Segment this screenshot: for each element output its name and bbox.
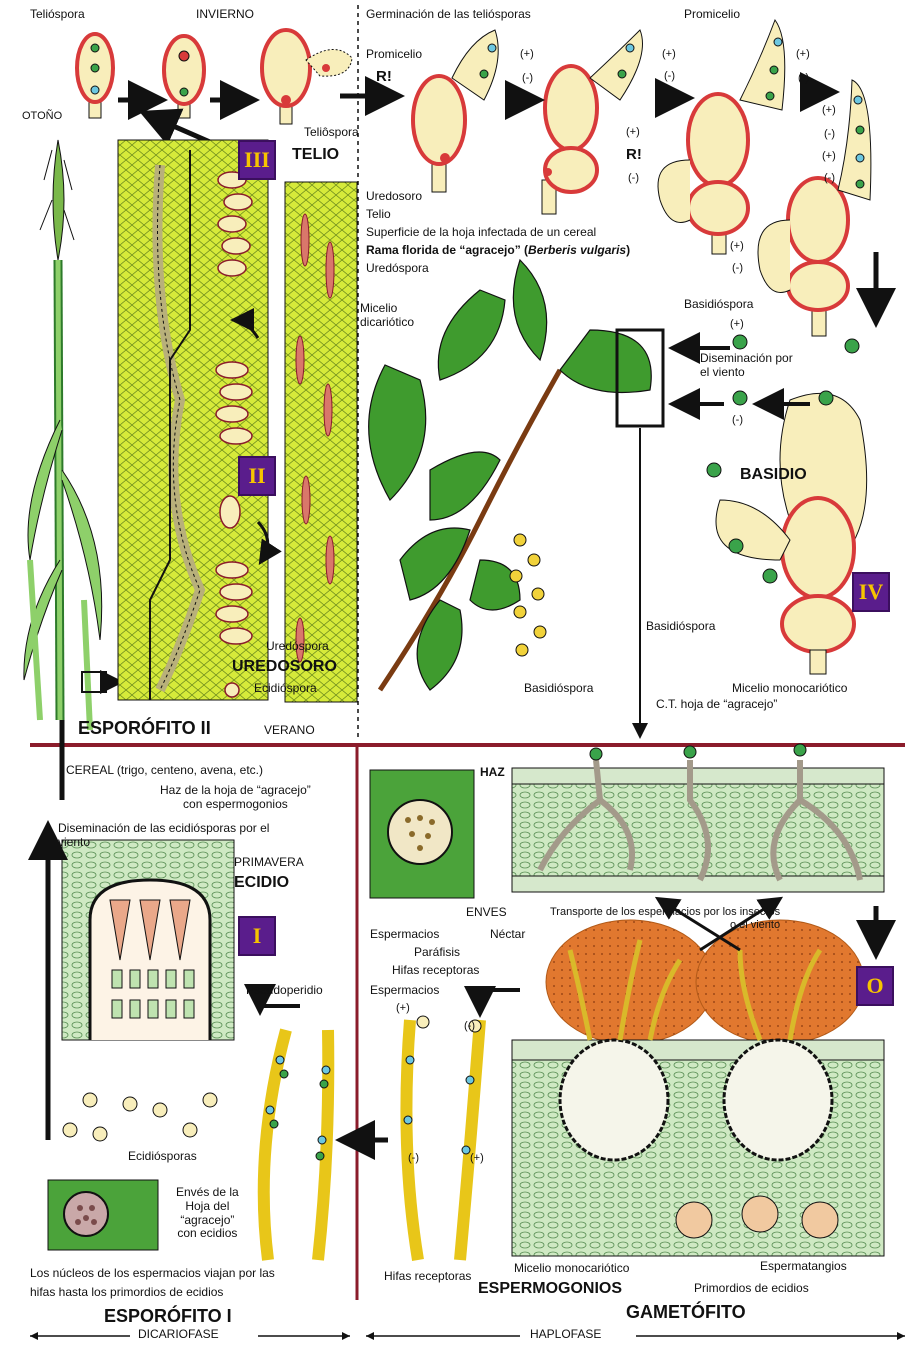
label-diseminacion-viento: Diseminación por el viento <box>700 352 793 380</box>
label-uredospora-2: Uredóspora <box>266 640 329 654</box>
sign-minus-6: (-) <box>824 172 835 185</box>
label-rama-florida: Rama florida de “agracejo” (Berberis vul… <box>366 244 630 258</box>
barberry-leaf-underside <box>48 1180 158 1250</box>
ecidium-section <box>62 840 234 1141</box>
label-ct-hoja: C.T. hoja de “agracejo” <box>656 698 777 712</box>
label-espermacios-2: Espermacios <box>370 984 439 998</box>
sign-plus-6: (+) <box>822 150 836 163</box>
label-hifas-receptoras-2: Hifas receptoras <box>384 1270 471 1284</box>
label-verano: VERANO <box>264 724 315 738</box>
sign-plus-10: (+) <box>470 1152 484 1165</box>
dikaryotic-hyphae <box>264 1030 330 1260</box>
germination-2 <box>542 30 643 214</box>
stage-o-badge: O <box>856 966 894 1006</box>
teliospore-otono <box>77 34 113 118</box>
label-primordios: Primordios de ecidios <box>694 1282 809 1296</box>
label-basidiospora-3: Basidióspora <box>524 682 593 696</box>
label-ecidiosporas: Ecidiósporas <box>128 1150 197 1164</box>
label-micelio-mono-2: Micelio monocariótico <box>514 1262 629 1276</box>
label-haplofase: HAPLOFASE <box>530 1328 601 1342</box>
sign-minus-10: (-) <box>408 1152 419 1165</box>
label-pseudoperidio: Pseudoperidio <box>246 984 323 998</box>
label-cereal: CEREAL (trigo, centeno, avena, etc.) <box>66 764 263 778</box>
sign-minus-8: (-) <box>732 414 743 427</box>
teliospore-germinating <box>262 30 352 124</box>
label-esporofito-ii: ESPORÓFITO II <box>78 718 211 739</box>
label-promicelio-2: Promicelio <box>684 8 740 22</box>
sign-minus-7: (-) <box>732 262 743 275</box>
label-hifas-receptoras-1: Hifas receptoras <box>392 964 479 978</box>
sign-plus-5: (+) <box>822 104 836 117</box>
label-esporofito-i: ESPORÓFITO I <box>104 1306 232 1327</box>
label-teliospora: Telióspora <box>30 8 85 22</box>
monokaryotic-leaf-section <box>512 744 884 892</box>
label-haz: HAZ <box>480 766 505 780</box>
label-germinacion: Germinación de las teliósporas <box>366 8 531 22</box>
germination-4 <box>758 80 871 336</box>
stage-iv-badge: IV <box>852 572 890 612</box>
label-primavera: PRIMAVERA <box>234 856 304 870</box>
label-nectar: Néctar <box>490 928 525 942</box>
wheat-plant <box>24 140 118 730</box>
label-uredosoro-small: Uredosoro <box>366 190 422 204</box>
label-transporte: Transporte de los espermacios por los in… <box>550 906 780 931</box>
label-enves-hoja: Envés de la Hoja del “agracejo” con ecid… <box>176 1186 239 1241</box>
label-parafisis: Paráfisis <box>414 946 460 960</box>
label-micelio-mono-1: Micelio monocariótico <box>732 682 847 696</box>
stage-ii-badge: II <box>238 456 276 496</box>
label-r-2: R! <box>626 146 642 163</box>
label-superficie: Superficie de la hoja infectada de un ce… <box>366 226 596 240</box>
sign-minus-4: (-) <box>798 72 809 85</box>
label-micelio-dicariotico: Micelio dicariótico <box>360 302 414 330</box>
label-teliospora-2: Teliôspora <box>304 126 359 140</box>
sign-plus-9: (+) <box>396 1002 410 1015</box>
label-basidiospora-2: Basidióspora <box>646 620 715 634</box>
label-ecidiospora: Ecidióspora <box>254 682 317 696</box>
sign-plus-1: (+) <box>520 48 534 61</box>
sign-minus-1: (-) <box>522 72 533 85</box>
sign-plus-8: (+) <box>730 318 744 331</box>
label-telio: TELIO <box>292 146 339 164</box>
sign-plus-4: (+) <box>796 48 810 61</box>
cereal-leaf-section <box>118 140 268 700</box>
sign-minus-9: (-) <box>464 1020 475 1033</box>
sign-plus-2: (+) <box>662 48 676 61</box>
label-espermogonios: ESPERMOGONIOS <box>478 1280 622 1298</box>
label-ecidio: ECIDIO <box>234 874 289 892</box>
stage-i-badge: I <box>238 916 276 956</box>
germination-3 <box>658 20 785 254</box>
label-invierno: INVIERNO <box>196 8 254 22</box>
label-gametofito: GAMETÓFITO <box>626 1302 746 1323</box>
label-otono: OTOÑO <box>22 110 62 123</box>
label-uredospora-1: Uredóspora <box>366 262 429 276</box>
receptive-hyphae <box>404 1016 481 1260</box>
label-r-1: R! <box>376 68 392 85</box>
label-nucleos: Los núcleos de los espermacios viajan po… <box>30 1264 275 1302</box>
germination-1 <box>413 30 498 192</box>
label-espermacios-1: Espermacios <box>370 928 439 942</box>
label-basidiospora-1: Basidióspora <box>684 298 753 312</box>
stage-iii-badge: III <box>238 140 276 180</box>
sign-minus-3: (-) <box>628 172 639 185</box>
barberry-leaf-upper <box>370 770 474 898</box>
label-espermatangios: Espermatangios <box>760 1260 847 1274</box>
teliospore-invierno <box>164 36 204 118</box>
label-enves: ENVES <box>466 906 507 920</box>
sign-plus-7: (+) <box>730 240 744 253</box>
spermogonia-section <box>512 900 884 1256</box>
label-uredosoro: UREDOSORO <box>232 658 337 676</box>
label-telio-small: Telio <box>366 208 391 222</box>
label-diseminacion-ecidio: Diseminación de las ecidiósporas por el … <box>58 822 269 850</box>
infected-leaf-surface <box>285 182 357 702</box>
label-haz-hoja: Haz de la hoja de “agracejo” con espermo… <box>160 784 311 812</box>
sign-plus-3: (+) <box>626 126 640 139</box>
sign-minus-5: (-) <box>824 128 835 141</box>
sign-minus-2: (-) <box>664 70 675 83</box>
basidium <box>707 339 867 674</box>
label-dicariofase: DICARIOFASE <box>138 1328 219 1342</box>
label-promicelio-1: Promicelio <box>366 48 422 62</box>
label-basidio: BASIDIO <box>740 466 807 484</box>
